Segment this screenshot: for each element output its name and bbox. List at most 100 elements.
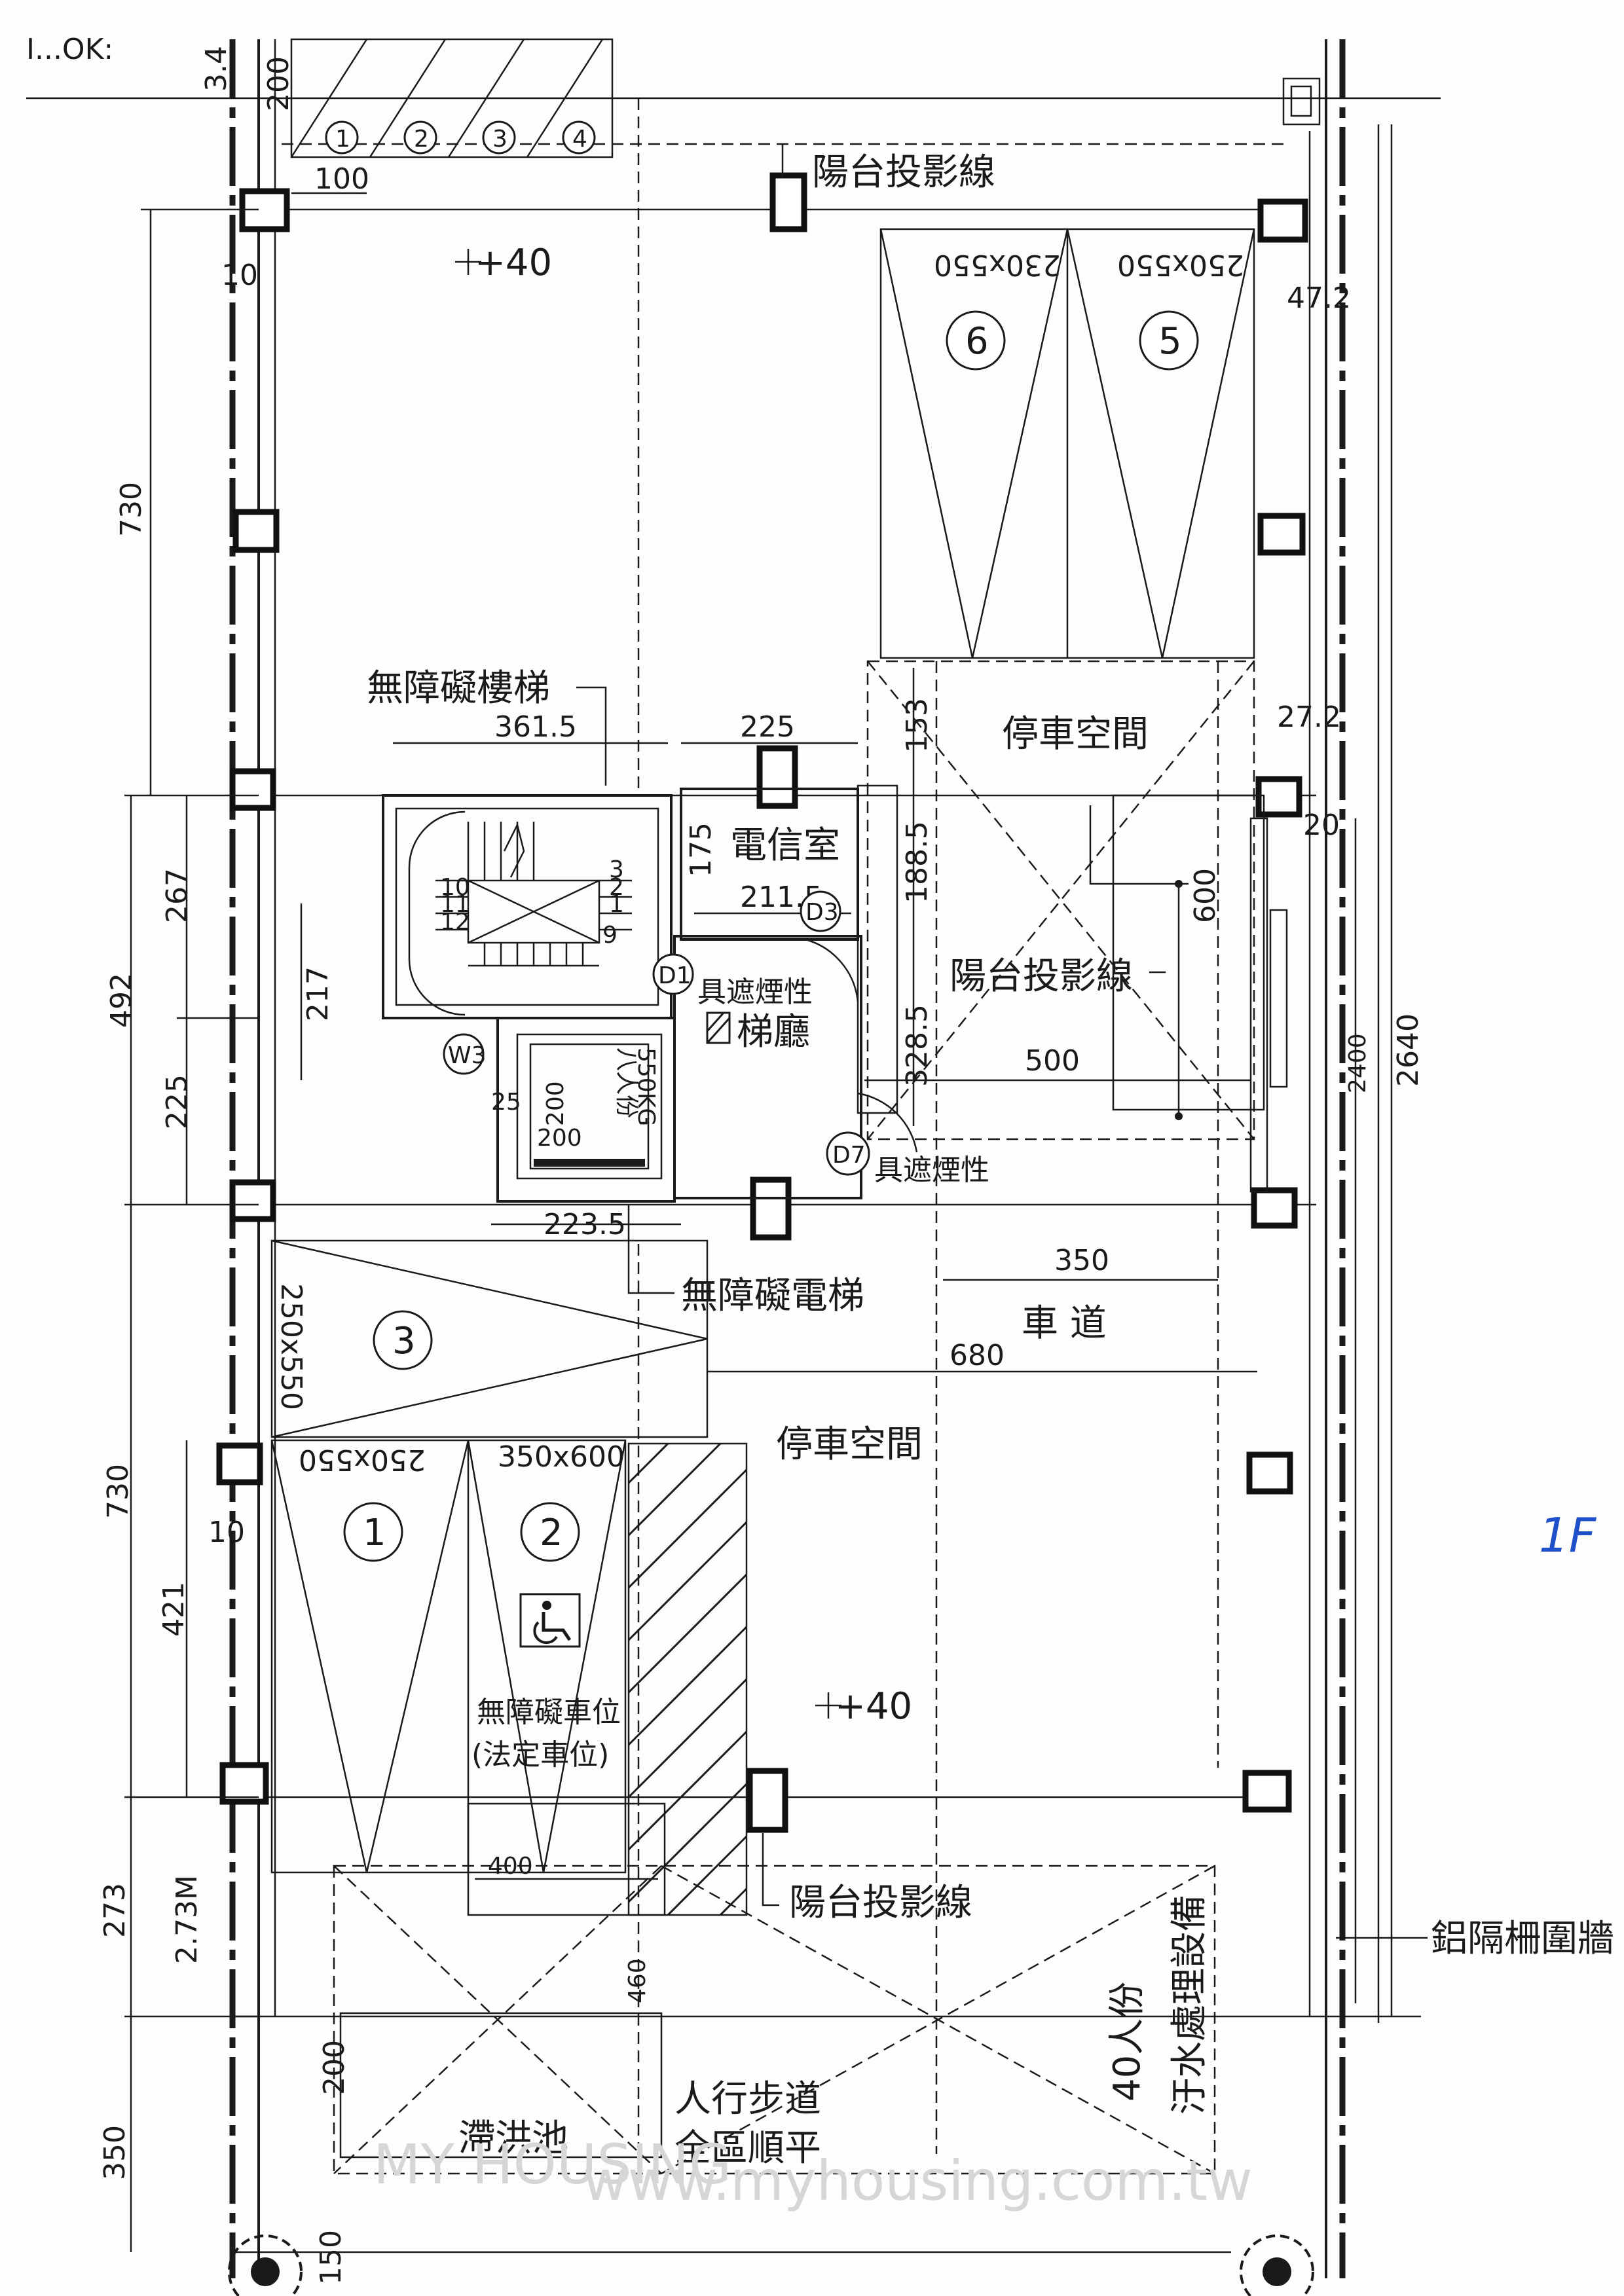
elevator-capacity-kg: 550KG	[633, 1048, 659, 1126]
parking-3-marker	[373, 1310, 433, 1370]
dim-left-273: 273	[98, 1883, 132, 1938]
parking-5-number: 5	[1158, 320, 1182, 363]
columns	[216, 172, 1308, 1833]
flood-pond-label: 滯洪池	[458, 2117, 568, 2160]
driveway-label: 車 道	[1022, 1302, 1107, 1345]
dim-361-5: 361.5	[494, 710, 577, 744]
watermark-url: www.myhousing.com.tw	[583, 2149, 1253, 2213]
dim-right-2400: 2400	[1344, 1033, 1371, 1093]
dim-left-267: 267	[160, 868, 194, 923]
floor-mark: 1F	[1539, 1508, 1597, 1563]
dim-right-27-2: 27.2	[1277, 701, 1341, 734]
stair-step-9: 9	[602, 922, 618, 949]
bike-stall-3-label: 3	[492, 126, 507, 153]
bike-stall-3-marker	[482, 120, 516, 155]
dim-top-200: 200	[262, 56, 295, 111]
dim-elevator-200: 200	[542, 1081, 569, 1126]
parking-2-size: 350x600	[498, 1440, 625, 1474]
dim-left-10a: 10	[221, 259, 258, 292]
tag-d7-marker	[826, 1131, 870, 1176]
driveway: 350 車 道 680 停車空間	[707, 1244, 1257, 1466]
level-mark-lower: +40	[815, 1685, 912, 1728]
stair-step-10: 10	[440, 874, 470, 901]
tag-d1: D1	[658, 962, 692, 989]
dim-153: 153	[900, 698, 934, 753]
dim-225: 225	[740, 710, 795, 744]
parking-space-middle: 停車空間 陽台投影線 600 500	[857, 660, 1288, 1193]
dim-175: 175	[684, 822, 718, 877]
sewage-capacity-label: 40人份	[1106, 1982, 1149, 2102]
elevator: 八人份 550KG 200 200 25 223.5 無障礙電梯	[491, 1017, 864, 1317]
parking-1-marker	[343, 1502, 403, 1562]
hatched-zone	[627, 1442, 748, 1916]
balcony-line-top: 陽台投影線	[781, 144, 995, 194]
dim-223-5: 223.5	[544, 1208, 626, 1241]
level-top-text: +40	[475, 242, 552, 284]
bike-stall-1-marker	[325, 120, 359, 155]
parking-6-size: 230x550	[934, 248, 1061, 282]
bike-stalls: 1 2 3 4 100 200	[262, 38, 614, 196]
dim-328-5: 328.5	[900, 1004, 934, 1087]
dim-right-47-2: 47.2	[1287, 282, 1351, 315]
door-d7: D7 具遮煙性	[826, 1092, 989, 1187]
dim-25: 25	[491, 1089, 521, 1116]
dim-left-150: 150	[314, 2230, 348, 2285]
tag-d1-marker	[652, 953, 694, 995]
balcony-line-lower: 陽台投影線	[762, 1833, 972, 1924]
parking-space-5-6: 6 5 230x550 250x550	[879, 228, 1255, 659]
bike-stall-2-marker	[403, 120, 437, 155]
dim-left-492: 492	[105, 973, 138, 1028]
tag-d3: D3	[805, 899, 839, 926]
stair-step-3: 3	[609, 856, 624, 883]
parking-5-size: 250x550	[1117, 248, 1244, 282]
lift-hall-label: 梯廳	[737, 1011, 810, 1053]
parking-6-marker	[946, 310, 1006, 371]
level-mark-top: +40	[455, 242, 552, 284]
parking-2-marker	[520, 1502, 580, 1562]
tag-w3: W3	[448, 1042, 487, 1069]
parking-6-number: 6	[965, 320, 989, 363]
parking-5-marker	[1139, 310, 1199, 371]
stair-step-1: 1	[609, 891, 624, 918]
parking-2-number: 2	[540, 1512, 563, 1554]
tree-icon-left	[228, 2234, 303, 2296]
parking-3-size: 250x550	[274, 1283, 308, 1410]
tree-symbols	[228, 2234, 1314, 2296]
sidewalk-label: 人行步道	[674, 2078, 821, 2121]
balcony-line-label-lower: 陽台投影線	[789, 1882, 972, 1924]
accessible-parking-icon	[519, 1593, 581, 1648]
dim-left-217: 217	[301, 966, 335, 1021]
dim-elevator-200b: 200	[537, 1125, 582, 1152]
tree-icon-right	[1240, 2234, 1314, 2296]
site-boundary	[26, 39, 1441, 2278]
right-dimensions: 2640 2400 47.2 27.2 20	[1277, 77, 1425, 2016]
dim-left-730-top: 730	[115, 482, 148, 537]
bike-stall-2-label: 2	[414, 126, 429, 153]
bike-stall-4-label: 4	[572, 126, 587, 153]
dim-left-225: 225	[160, 1074, 194, 1129]
legal-parking-label: (法定車位)	[471, 1738, 609, 1772]
sidewalk-level-label: 全區順平	[674, 2127, 821, 2170]
parking-space-1-2: 1 2 250x550 350x600 無障礙車位 (法定車位) 400	[270, 1439, 666, 1916]
railing-label: 鋁隔柵圍牆	[1431, 1918, 1614, 1960]
dim-200c: 200	[318, 2040, 351, 2095]
dim-left-10b: 10	[208, 1516, 245, 1549]
dim-left-2-73m: 2.73M	[170, 1875, 204, 1964]
left-dimensions: 730 492 267 225 217 730 421 273 2.73M 35…	[98, 208, 348, 2285]
header-corner-text: I...OK:	[26, 33, 113, 66]
stair-step-12: 12	[440, 909, 470, 936]
grid-lines	[259, 98, 1316, 2154]
dim-680: 680	[950, 1339, 1005, 1372]
parking-space-label-middle: 停車空間	[1002, 713, 1149, 756]
tag-w3-marker	[443, 1033, 485, 1075]
tag-d7: D7	[832, 1142, 866, 1169]
bottom-zone: 460 200 滯洪池 人行步道 全區順平 40人份 汙水處理設備 鋁隔柵圍牆	[318, 1865, 1614, 2175]
smoke-door-label-d1: 具遮煙性	[697, 975, 813, 1009]
parking-1-size: 250x550	[299, 1443, 426, 1476]
parking-space-label-lower: 停車空間	[776, 1423, 923, 1466]
parking-space-3: 3 250x550	[270, 1239, 709, 1438]
elevator-capacity-people: 八人份	[613, 1048, 640, 1118]
accessible-stair-label: 無障礙樓梯	[367, 667, 550, 710]
